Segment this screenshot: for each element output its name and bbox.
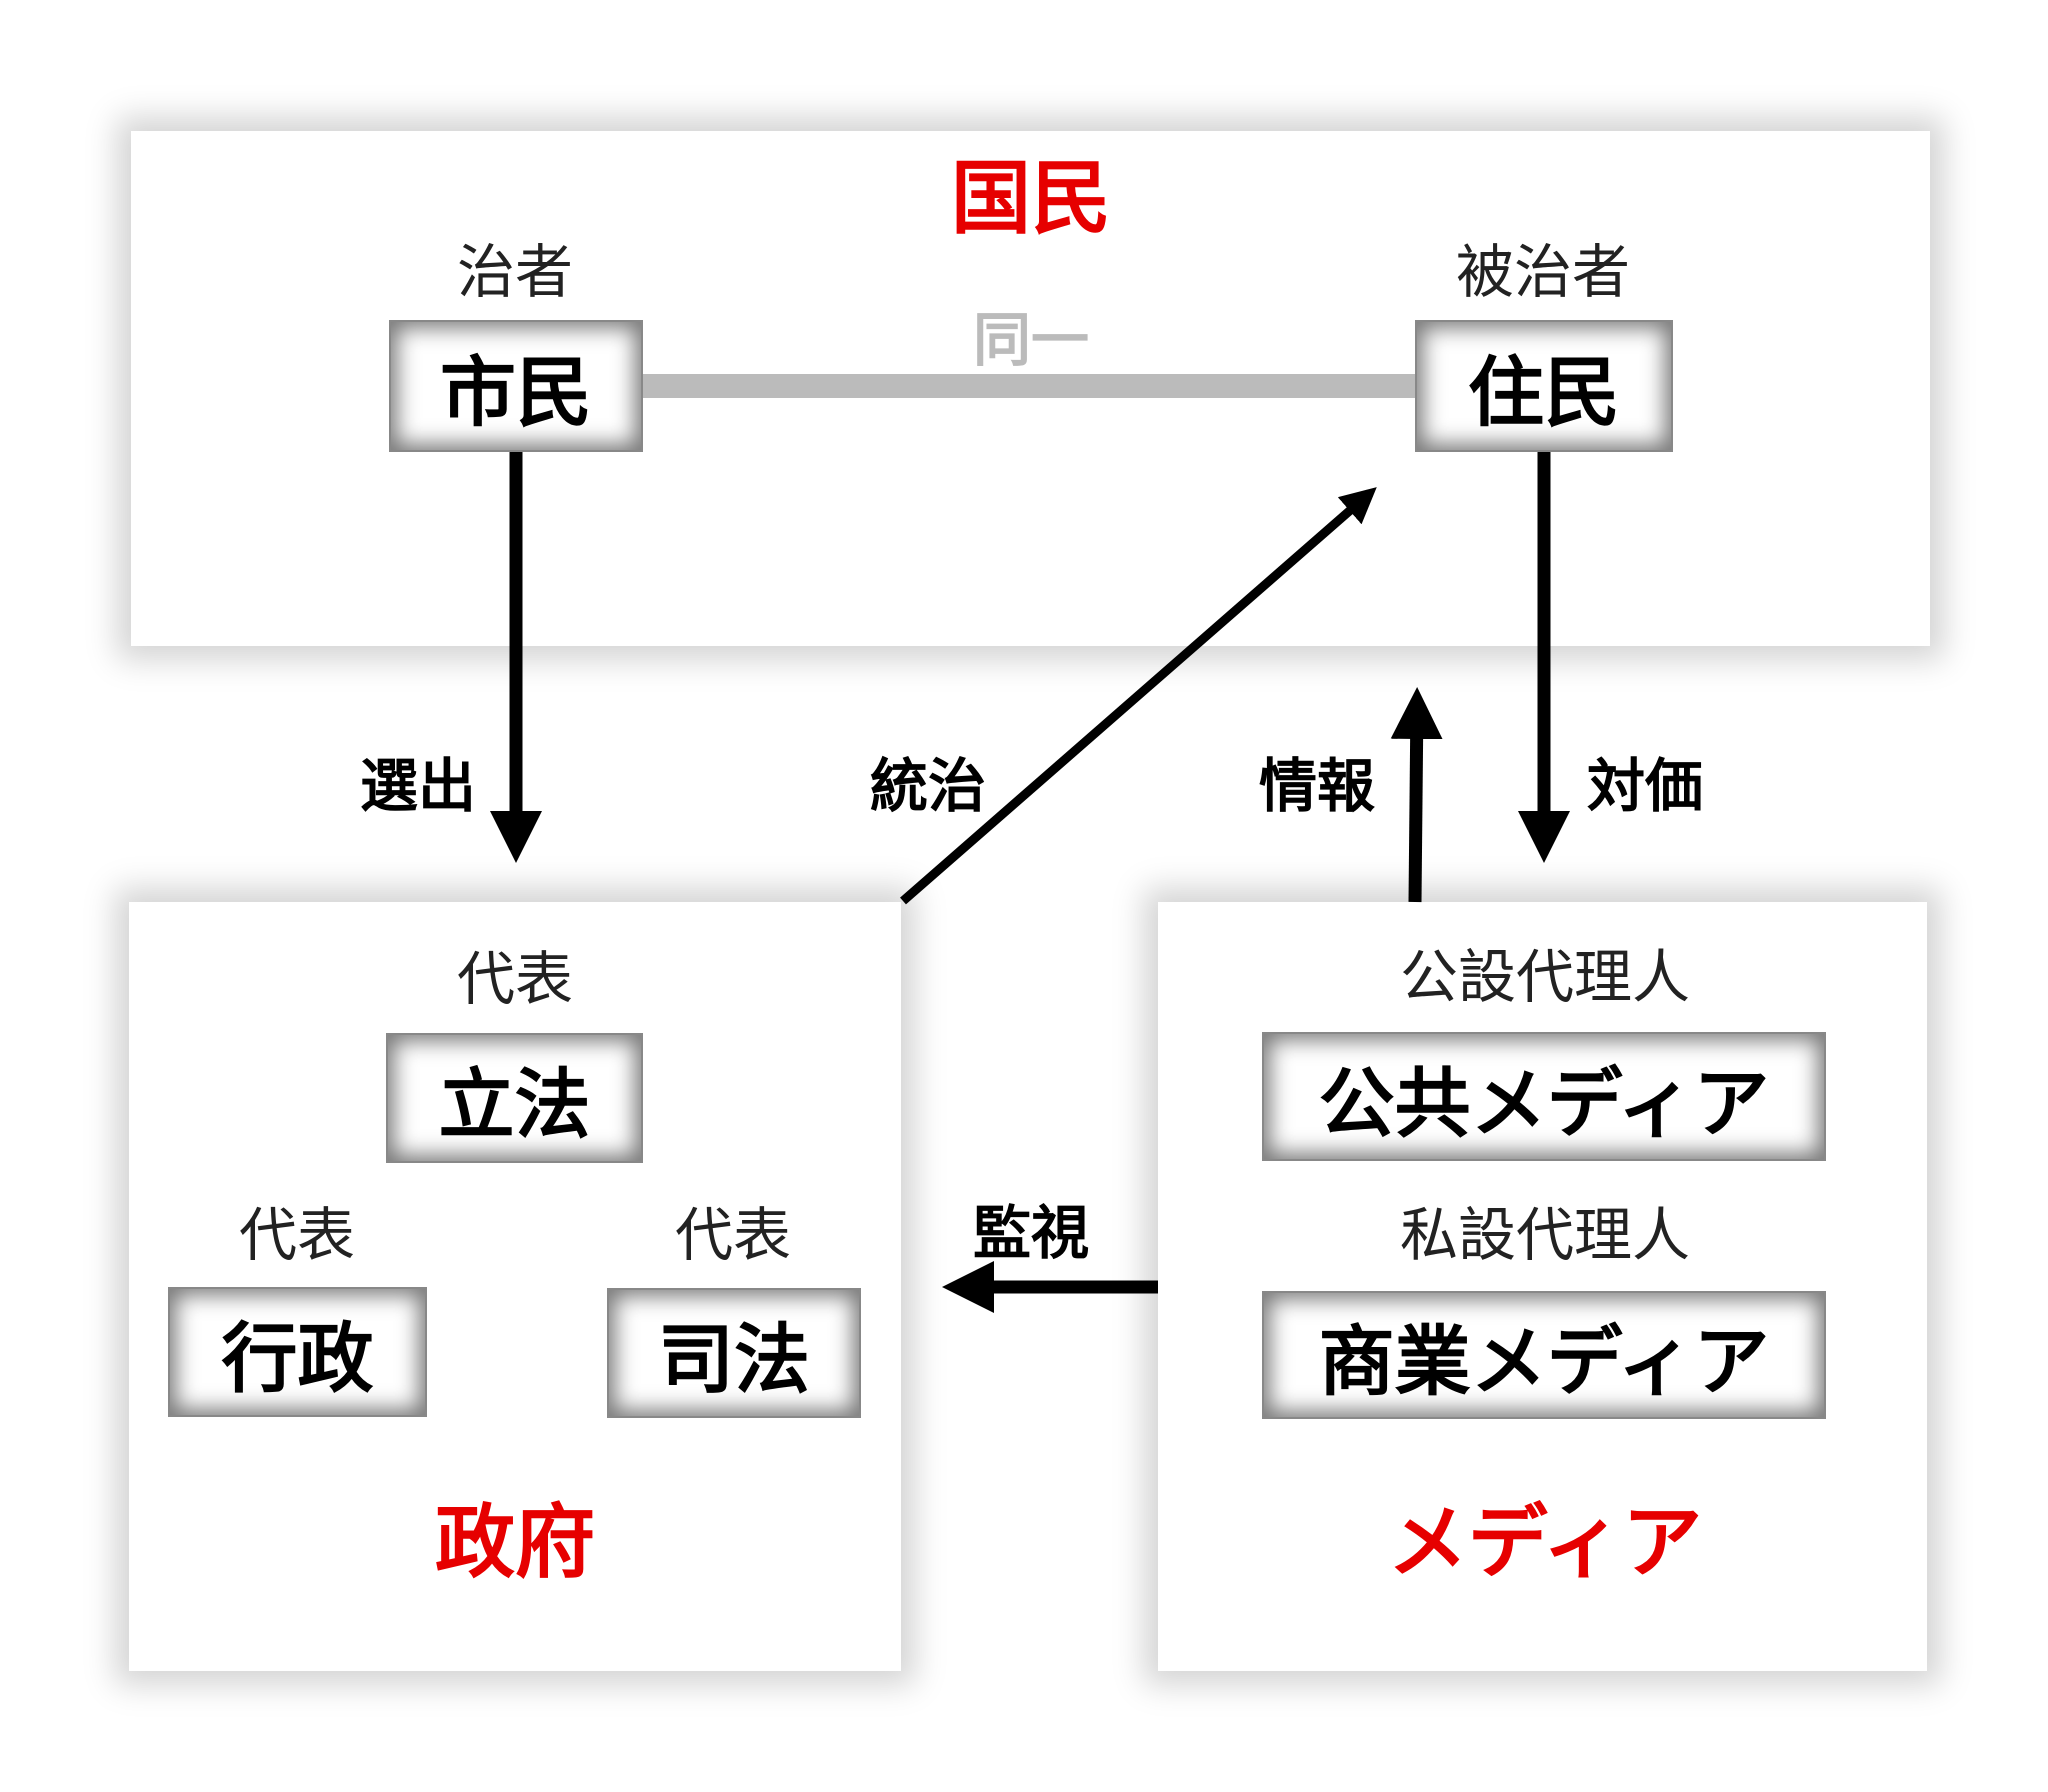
payment-label: 対価 <box>1586 752 1704 820</box>
public-caption: 公設代理人 <box>1399 943 1691 1011</box>
media-panel <box>1158 902 1927 1671</box>
ruler-label: 治者 <box>456 238 574 306</box>
ruled-label: 被治者 <box>1455 238 1631 306</box>
legislature-box: 立法 <box>386 1033 643 1163</box>
judiciary-box: 司法 <box>607 1288 861 1418</box>
governance-arrow <box>900 487 1377 905</box>
legislature-caption: 代表 <box>456 945 574 1013</box>
executive-caption: 代表 <box>238 1201 356 1269</box>
resident-box: 住民 <box>1415 320 1673 452</box>
oversight-label: 監視 <box>972 1199 1090 1267</box>
judiciary-caption: 代表 <box>674 1201 792 1269</box>
government-title: 政府 <box>435 1496 595 1589</box>
executive-box: 行政 <box>168 1287 427 1417</box>
private-caption: 私設代理人 <box>1399 1201 1691 1269</box>
information-arrow <box>1390 687 1443 903</box>
commercial-media-box: 商業メディア <box>1262 1291 1826 1419</box>
media-title: メディア <box>1387 1496 1703 1589</box>
public-media-box: 公共メディア <box>1262 1032 1826 1161</box>
people-title: 国民 <box>951 152 1111 245</box>
information-label: 情報 <box>1258 752 1376 820</box>
governance-label: 統治 <box>869 752 987 820</box>
citizen-box: 市民 <box>389 320 643 452</box>
election-label: 選出 <box>359 752 477 820</box>
government-panel <box>129 902 901 1671</box>
identity-label: 同一 <box>972 306 1090 374</box>
